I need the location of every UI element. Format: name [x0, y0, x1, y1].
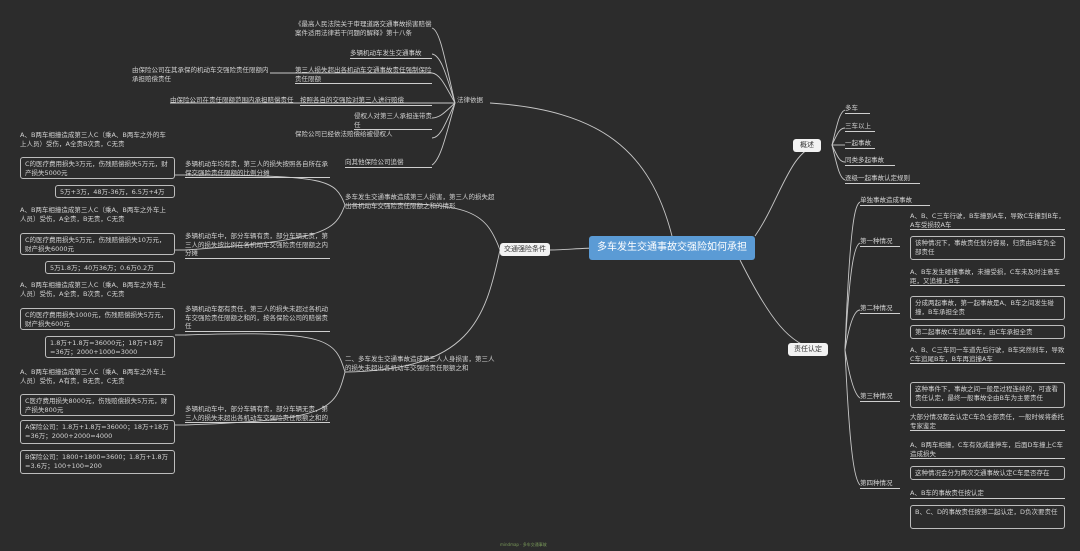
overview-item[interactable]: 三车以上 — [845, 122, 875, 132]
liability-label-2[interactable]: 第二种情况 — [860, 304, 900, 314]
case1-b-box1[interactable]: A、B两车相撞造成第三人C（乘A、B两车之外车上人员）受伤，A全责，B无责，C无… — [20, 206, 166, 223]
overview-item[interactable]: 多车 — [845, 104, 870, 114]
case1-a[interactable]: 多辆机动车均有责，第三人的损失按照各自所在承保交强险责任限额的比例分摊 — [185, 160, 330, 178]
law-left-item[interactable]: 由保险公司在其承保的机动车交强险责任限额内承担赔偿责任 — [132, 66, 269, 83]
liability-t3-box1[interactable]: A、B、C三车同一车道先后行驶，B车突然刹车，导致C车追尾B车，B车再追撞A车 — [910, 346, 1065, 364]
law-item[interactable]: 第三人损失超出各机动车交通事故责任强制保险责任限额 — [295, 66, 432, 84]
liability-t1-box2[interactable]: 该种情况下，事故责任划分容易，归责由B车负全部责任 — [910, 236, 1065, 260]
liability-t4-box3[interactable]: A、B车的事故责任按认定 — [910, 489, 1065, 499]
case2-b-box1[interactable]: A、B两车相撞造成第三人C（乘A、B两车之外车上人员）受伤，A有责，B无责，C无… — [20, 368, 166, 385]
case2-b-box3[interactable]: A保险公司：1.8万+1.8万=36000；18万+18万=36万；2000+2… — [20, 420, 175, 444]
liability-t1-box1[interactable]: A、B、C三车行驶，B车撞到A车，导致C车撞到B车，A车受损较A车 — [910, 212, 1065, 230]
case2-b-box4[interactable]: B保险公司：1800+1800=3600；1.8万+1.8万=3.6万；100+… — [20, 450, 175, 474]
case2-a-box2[interactable]: C的医疗费用损失1000元，伤残赔偿损失5万元，财产损失600元 — [20, 308, 175, 330]
footer-caption: mindmap · 多车交通事故 — [500, 542, 547, 547]
case2-header[interactable]: 二、多车发生交通事故造成第三人人身损害，第三人的损失未超出各机动车交强险责任限额… — [345, 355, 495, 372]
liability-label-1[interactable]: 第一种情况 — [860, 237, 900, 247]
liability-label-4[interactable]: 第四种情况 — [860, 479, 900, 489]
central-topic[interactable]: 多车发生交通事故交强险如何承担 — [589, 236, 755, 260]
liability-t4-box4[interactable]: B、C、D的事故责任按第二起认定，D负次要责任 — [910, 505, 1065, 529]
law-left-item[interactable]: 由保险公司在责任限额范围内承担赔偿责任 — [170, 96, 294, 104]
liability-t2-box1[interactable]: A、B车发生碰撞事故，未撞受损，C车未及时注意车距，又追撞上B车 — [910, 268, 1065, 286]
law-item[interactable]: 侵权人对第三人承担连带责任 — [354, 112, 432, 130]
liability-top[interactable]: 单独事故造成事故 — [860, 196, 930, 206]
branch-overview[interactable]: 概述 — [793, 139, 821, 152]
liability-t3-box2[interactable]: 这种事件下，事故之间一般是过程连续的，可查看责任认定，最终一般事故全由B车为主要… — [910, 382, 1065, 408]
overview-item[interactable]: 同类多起事故 — [845, 156, 895, 166]
case1-a-box2[interactable]: C的医疗费用损失3万元，伤残赔偿损失5万元，财产损失5000元 — [20, 157, 175, 179]
law-item[interactable]: 多辆机动车发生交通事故 — [350, 49, 432, 59]
case2-a-box1[interactable]: A、B两车相撞造成第三人C（乘A、B两车之外车上人员）受伤，A全责，B次责，C无… — [20, 281, 166, 298]
case2-a[interactable]: 多辆机动车都有责任，第三人的损失未超过各机动车交强险责任限额之和的，按各保险公司… — [185, 305, 330, 332]
overview-item[interactable]: 一起事故 — [845, 139, 875, 149]
case1-a-box1[interactable]: A、B两车相撞造成第三人C（乘A、B两车之外的车上人员）受伤，A全责B次责，C无… — [20, 131, 166, 148]
case1-header[interactable]: 多车发生交通事故造成第三人损害，第三人的损失超出各机动车交强险责任限额之和的情形 — [345, 193, 495, 210]
case1-a-box3[interactable]: 5万+3万，48万-36万，6.5万+4万 — [55, 185, 175, 198]
case1-b-box2[interactable]: C的医疗费用损失5万元，伤残赔偿损失10万元，财产损失6000元 — [20, 233, 175, 255]
overview-item[interactable]: 逐级一起事故认定规则 — [845, 174, 920, 184]
branch-liability[interactable]: 责任认定 — [788, 343, 828, 356]
liability-t2-box3[interactable]: 第二起事故C车追尾B车，由C车承担全责 — [910, 325, 1065, 339]
case1-b-box3[interactable]: 5万1.8万；40万36万；0.6万0.2万 — [45, 261, 175, 274]
law-item[interactable]: 按照各自的交强险对第三人进行赔偿 — [300, 96, 432, 106]
branch-cases[interactable]: 交通强险条件 — [500, 243, 550, 256]
law-item[interactable]: 保险公司已经依法赔偿给被侵权人 — [295, 130, 393, 138]
law-item[interactable]: 向其他保险公司追偿 — [345, 158, 432, 168]
liability-t4-box2[interactable]: 这种情况会分为两次交通事故认定C车是否存在 — [910, 466, 1065, 480]
case2-b[interactable]: 多辆机动车中，部分车辆有责，部分车辆无责，第三人的损失未超出各机动车交强险责任限… — [185, 405, 330, 423]
case2-b-box2[interactable]: C医疗费用损失8000元，伤残赔偿损失5万元，财产损失800元 — [20, 394, 175, 416]
branch-law[interactable]: 法律依据 — [457, 96, 483, 104]
liability-t4-box1[interactable]: A、B两车相撞，C车有效减速停车，后面D车撞上C车造成损失 — [910, 441, 1065, 459]
liability-label-3[interactable]: 第三种情况 — [860, 392, 900, 402]
liability-t3-box3[interactable]: 大部分情况都会认定C车负全部责任，一般时候将委托专家鉴定 — [910, 413, 1065, 431]
law-item[interactable]: 《最高人民法院关于审理道路交通事故损害赔偿案件适用法律若干问题的解释》第十八条 — [295, 20, 432, 37]
liability-t2-box2[interactable]: 分成两起事故，第一起事故是A、B车之间发生碰撞，B车承担全责 — [910, 296, 1065, 320]
case2-a-box3[interactable]: 1.8万+1.8万=36000元；18万+18万=36万；2000+1000=3… — [45, 336, 175, 358]
case1-b[interactable]: 多辆机动车中，部分车辆有责，部分车辆无责，第三人的损失按比例在各机动车交强险责任… — [185, 232, 330, 259]
